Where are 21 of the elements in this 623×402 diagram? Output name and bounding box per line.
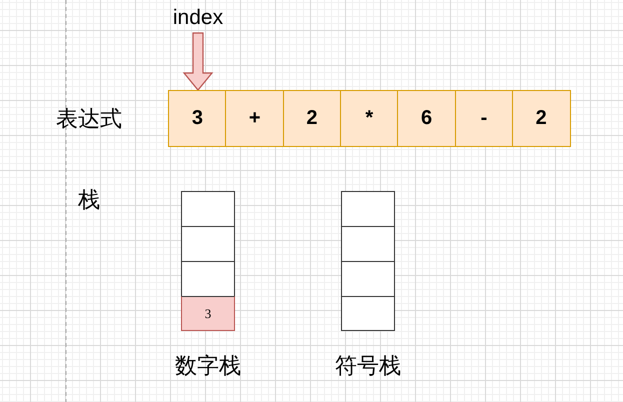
- row-label: 表达式: [55, 105, 123, 133]
- pointer-label: index: [168, 2, 228, 33]
- stack-slot: [341, 261, 395, 296]
- stack-slot: [341, 226, 395, 261]
- expression-cell: -: [454, 90, 514, 147]
- stack-slot: [341, 191, 395, 226]
- stack-slot: [181, 226, 235, 261]
- stack-label: 数字栈: [174, 352, 242, 380]
- expression-cell: 6: [397, 90, 456, 147]
- stack-slot: 3: [181, 296, 235, 331]
- stack-slot: [181, 261, 235, 296]
- stack-slot: [341, 296, 395, 331]
- expression-cell: +: [225, 90, 284, 147]
- expression-cell: 2: [282, 90, 342, 147]
- stack-label: 符号栈: [334, 352, 402, 380]
- block-arrow: [182, 32, 214, 91]
- expression-cell: 3: [168, 90, 227, 147]
- row-label: 栈: [77, 186, 101, 214]
- expression-cell: 2: [512, 90, 571, 147]
- expression-cell: *: [340, 90, 399, 147]
- stack-slot: [181, 191, 235, 226]
